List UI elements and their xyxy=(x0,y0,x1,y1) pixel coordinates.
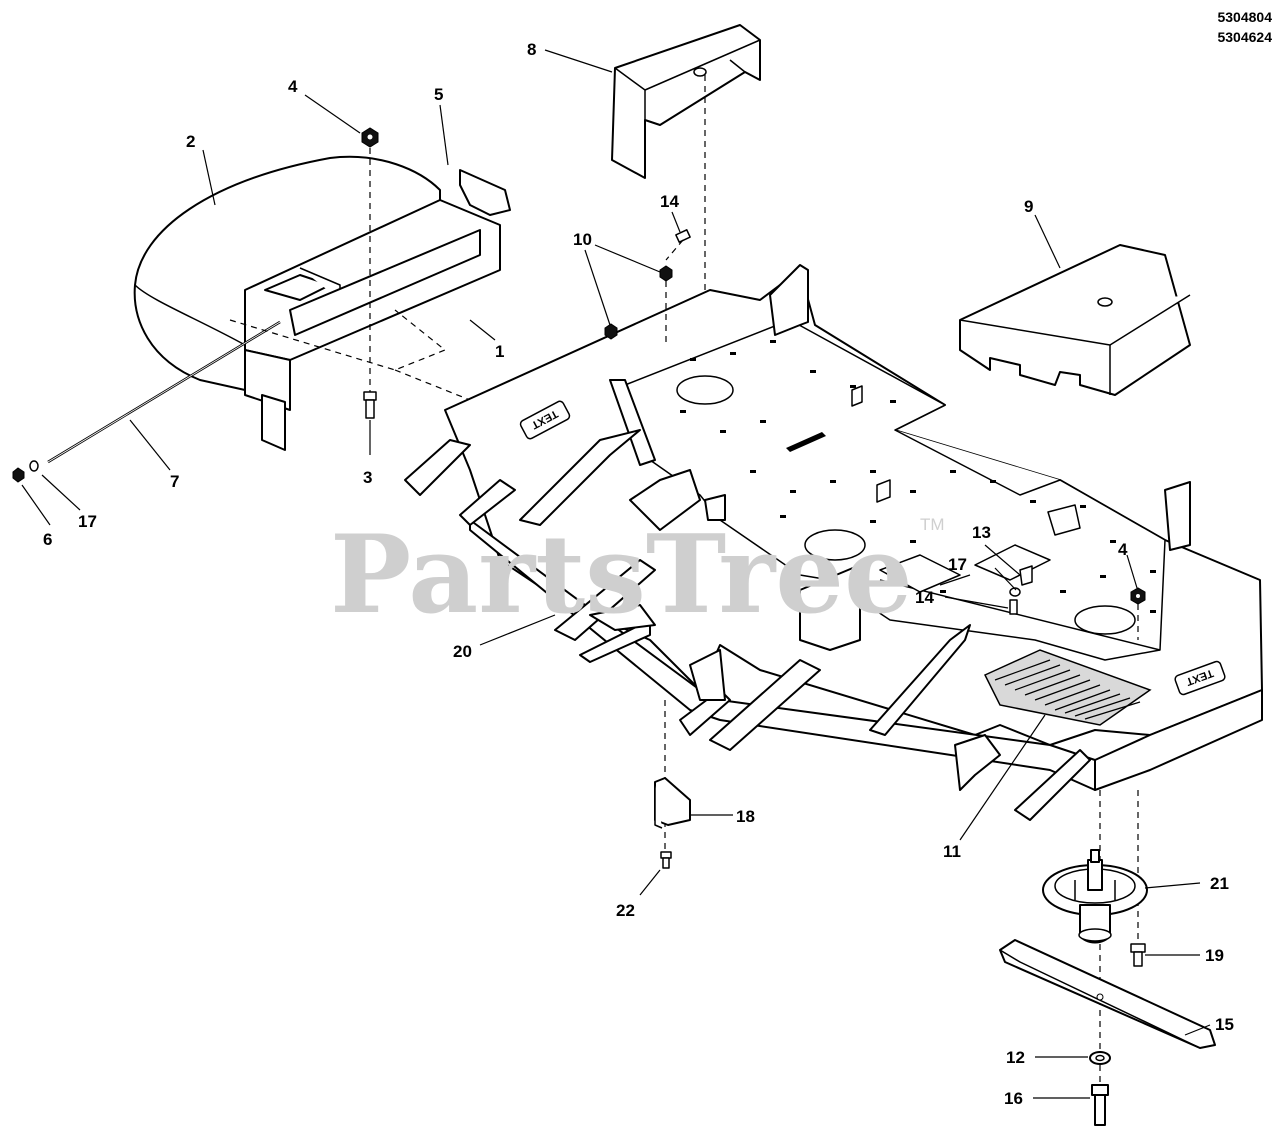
chute-to-deck-line xyxy=(394,369,471,401)
callout-18: 18 xyxy=(736,807,755,826)
callout-10: 10 xyxy=(573,230,592,249)
callout-22: 22 xyxy=(616,901,635,920)
callout-20: 20 xyxy=(453,642,472,661)
chute-rod xyxy=(47,320,281,464)
callout-2: 2 xyxy=(186,132,195,151)
deflector-guard xyxy=(654,777,691,829)
spindle-hole-right xyxy=(1074,605,1136,635)
callout-4a: 4 xyxy=(288,77,298,96)
chute-bracket xyxy=(289,229,481,336)
deck-stencil-right: TEXT xyxy=(1174,660,1226,696)
spindle-hole-center xyxy=(804,529,866,561)
leader-lines xyxy=(21,49,1211,1099)
deck-stencil-left: TEXT xyxy=(519,400,571,440)
callout-5: 5 xyxy=(434,85,443,104)
callout-17b: 17 xyxy=(948,555,967,574)
belt-cover-left xyxy=(611,24,761,179)
callout-15: 15 xyxy=(1215,1015,1234,1034)
callout-14a: 14 xyxy=(660,192,679,211)
callout-7: 7 xyxy=(170,472,179,491)
watermark: PartsTree TM xyxy=(330,512,945,638)
callout-12: 12 xyxy=(1006,1048,1025,1067)
callout-21: 21 xyxy=(1210,874,1229,893)
callout-13: 13 xyxy=(972,523,991,542)
part-number-1: 5304804 xyxy=(1217,9,1272,25)
callout-6: 6 xyxy=(43,530,52,549)
spindle-assembly xyxy=(1042,849,1148,944)
callout-16: 16 xyxy=(1004,1089,1023,1108)
callout-17a: 17 xyxy=(78,512,97,531)
svg-text:PartsTree: PartsTree xyxy=(330,512,913,638)
callout-11: 11 xyxy=(943,842,961,861)
bolt-chute xyxy=(363,391,377,419)
callout-1: 1 xyxy=(495,342,504,361)
belt-cover-right xyxy=(959,244,1191,396)
spindle-hole-left xyxy=(676,375,734,405)
callout-3: 3 xyxy=(363,468,372,487)
callout-labels: 1 2 3 4 4 5 6 7 8 9 10 11 12 13 14 14 15… xyxy=(43,40,1234,1108)
nut-rod-end xyxy=(12,467,25,483)
guard-bolt xyxy=(660,851,672,869)
callout-8: 8 xyxy=(527,40,536,59)
chute-outline-line xyxy=(229,309,447,371)
callout-4b: 4 xyxy=(1118,540,1128,559)
deck-decal-pad xyxy=(879,554,961,593)
part-number-2: 5304624 xyxy=(1217,29,1272,45)
callout-14b: 14 xyxy=(915,588,934,607)
callout-9: 9 xyxy=(1024,197,1033,216)
callout-19: 19 xyxy=(1205,946,1224,965)
svg-text:TM: TM xyxy=(920,515,945,534)
blade-bolt xyxy=(1091,1084,1109,1126)
mower-deck: TEXT TEXT xyxy=(404,229,1263,821)
mower-blade xyxy=(999,939,1216,1049)
spindle-bolt xyxy=(1130,943,1146,967)
washer-rod-end xyxy=(29,460,39,472)
